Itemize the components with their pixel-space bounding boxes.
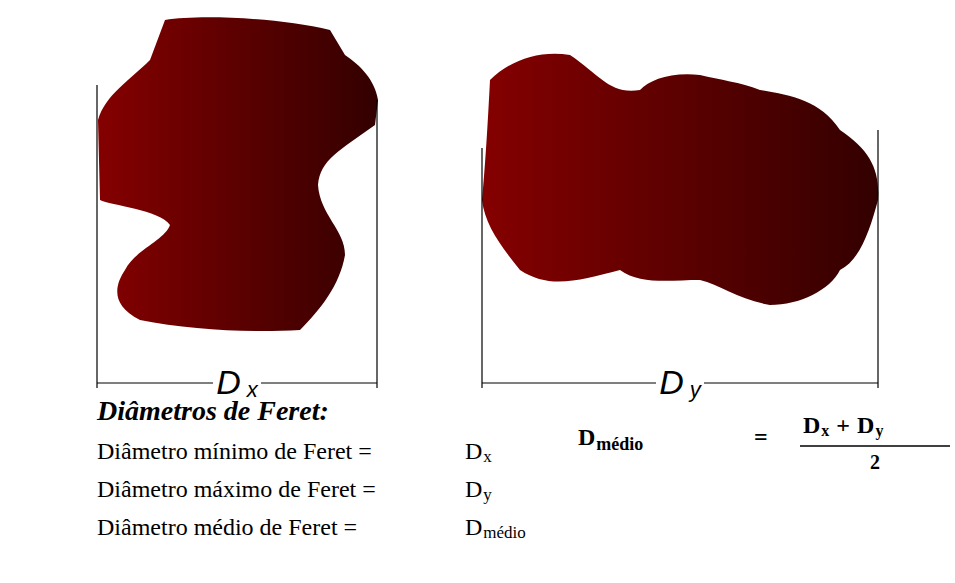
formula-subscript: y	[875, 422, 883, 440]
subscript: médio	[483, 524, 526, 543]
subscript: x	[483, 448, 492, 467]
section-title: Diâmetros de Feret:	[97, 396, 329, 427]
symbol: D	[465, 476, 482, 502]
equals-sign: =	[754, 424, 768, 450]
formula-symbol: D	[578, 424, 595, 450]
dimension-lines	[97, 85, 950, 446]
denominator: 2	[870, 451, 880, 473]
formula-symbol: D	[803, 412, 820, 438]
symbol: D	[465, 438, 482, 464]
formula-symbol: D	[857, 412, 874, 438]
definition-text: Diâmetro mínimo de Feret =	[97, 438, 372, 464]
plus-sign: +	[836, 412, 850, 438]
symbol: D	[465, 514, 482, 540]
definition-text: Diâmetro médio de Feret =	[97, 514, 357, 540]
formula-subscript: x	[821, 422, 829, 440]
particle-y	[482, 54, 878, 305]
particle-x	[98, 17, 378, 331]
definition-text: Diâmetro máximo de Feret =	[97, 476, 376, 502]
formula-subscript: médio	[596, 435, 643, 455]
dimension-symbol: D	[656, 364, 687, 401]
dimension-subscript: y	[687, 378, 704, 402]
subscript: y	[483, 486, 492, 505]
